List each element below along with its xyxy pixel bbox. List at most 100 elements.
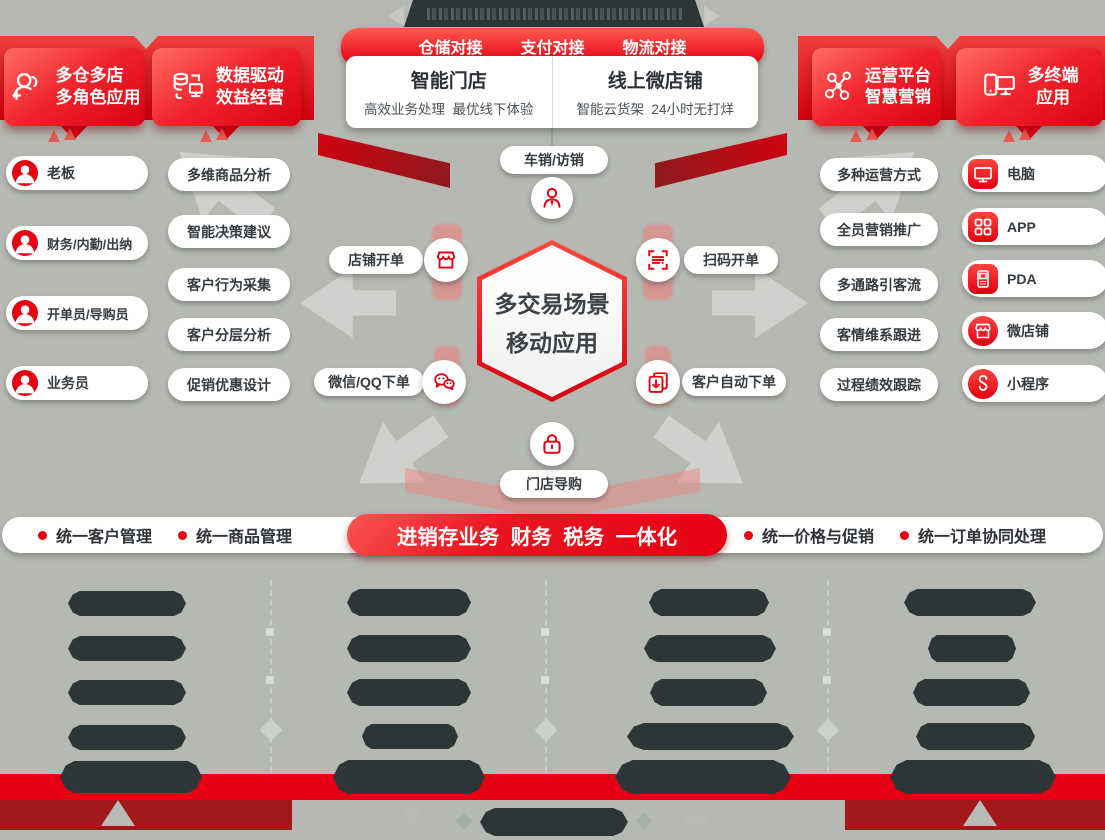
garbled-text-block [68, 636, 186, 661]
pill-label: 多种运营方式 [837, 166, 921, 183]
terminal-pill-microshop: 微店铺 [962, 312, 1105, 349]
smart-store-panel: 智能门店 高效业务处理 最优线下体验 [346, 56, 553, 128]
terminal-pill-miniprogram: 小程序 [962, 365, 1105, 402]
pill-label: 全员营销推广 [837, 221, 921, 238]
pill-label: 客户行为采集 [187, 276, 271, 293]
role-label: 业务员 [47, 375, 89, 391]
mini-program-icon [968, 368, 998, 399]
band-notch [936, 36, 960, 49]
pill-label: 智能决策建议 [187, 223, 271, 240]
bullet-dot-icon [744, 530, 753, 540]
role-label: 财务/内勤/出纳 [47, 236, 133, 252]
role-pill-boss: 老板 [6, 156, 148, 190]
garbled-text [426, 7, 682, 20]
header-label: 多仓多店 [55, 66, 124, 86]
role-pill-clerk: 开单员/导购员 [6, 296, 148, 330]
hexagon-core: 多交易场景 移动应用 [477, 240, 627, 402]
scenario-pill-store-order: 店铺开单 [329, 246, 423, 274]
header-operation: 运营平台 智慧营销 [812, 48, 941, 126]
bottom-diamond [455, 812, 473, 830]
header-label: 多角色应用 [55, 88, 141, 107]
header-terminals: 多终端 应用 [956, 48, 1103, 126]
hexagon-inner: 多交易场景 移动应用 [482, 245, 622, 397]
garbled-text-block [60, 761, 202, 793]
connector-line [551, 128, 553, 150]
data-item-pill: 促销优惠设计 [168, 368, 290, 401]
hexagon-title-line1: 多交易场景 [494, 290, 610, 317]
pill-label: 微信/QQ下单 [328, 374, 410, 390]
terminal-label: 电脑 [1007, 165, 1035, 182]
unify-item: 统一订单协同处理 [900, 523, 1046, 547]
unify-label: 统一商品管理 [196, 529, 293, 546]
hexagon-title-line2: 移动应用 [506, 329, 598, 356]
garbled-text-block [615, 760, 791, 794]
shopping-bag-icon [530, 422, 574, 466]
terminal-pill-app: APP [962, 208, 1105, 245]
band-notch [134, 36, 158, 49]
panel-subtitle: 智能云货架 24小时无打烊 [576, 102, 735, 117]
decor-cone [1003, 130, 1015, 142]
garbled-text-block [890, 760, 1056, 794]
up-notch [101, 800, 135, 826]
dashed-separator [545, 580, 547, 792]
decor-red-wedge-left [318, 133, 450, 188]
tab-logistics: 物流对接 [622, 40, 687, 57]
garbled-text-block [347, 589, 471, 616]
data-item-pill: 客户分层分析 [168, 318, 290, 351]
garbled-text-block [68, 591, 186, 616]
separator-diamond [259, 718, 283, 742]
garbled-text-block [913, 679, 1030, 706]
ribbon-wing-right [704, 6, 720, 26]
role-label: 开单员/导购员 [47, 306, 129, 322]
bottom-dark-red-segment [0, 798, 292, 830]
bullet-dot-icon [38, 530, 47, 540]
separator-diamond [534, 718, 558, 742]
header-multi-store: 多仓多店 多角色应用 [4, 48, 145, 126]
online-microstore-panel: 线上微店铺 智能云货架 24小时无打烊 [553, 56, 759, 128]
separator-node [823, 628, 831, 636]
header-data-driven: 数据驱动 效益经营 [152, 48, 301, 126]
salesperson-icon [531, 177, 573, 219]
separator-node [266, 676, 274, 684]
scenario-pill-vehicle-sales: 车销/访销 [500, 146, 608, 174]
pill-label: 客户自动下单 [692, 374, 776, 390]
terminal-pill-desktop: 电脑 [962, 155, 1105, 192]
bullet-dot-icon [900, 530, 910, 540]
scenario-pill-wechat-order: 微信/QQ下单 [314, 368, 424, 396]
pill-label: 门店导购 [526, 476, 582, 492]
top-ribbon-garbled-title [404, 0, 704, 27]
decor-red-wedge-right [655, 133, 787, 188]
separator-diamond [816, 718, 840, 742]
role-pill-finance: 财务/内勤/出纳 [6, 226, 148, 260]
data-item-pill: 多维商品分析 [168, 158, 290, 191]
data-item-pill: 客户行为采集 [168, 268, 290, 301]
wechat-icon [422, 360, 466, 404]
separator-node [266, 628, 274, 636]
operation-item-pill: 多种运营方式 [820, 158, 938, 191]
desktop-icon [968, 158, 998, 189]
header-label: 效益经营 [216, 88, 284, 107]
unify-label: 统一订单协同处理 [918, 529, 1047, 546]
panel-title: 线上微店铺 [607, 71, 703, 92]
pill-label: 促销优惠设计 [187, 376, 271, 393]
decor-cone [200, 130, 212, 142]
up-notch [679, 800, 713, 826]
decor-cone [216, 128, 228, 140]
store-panel: 智能门店 高效业务处理 最优线下体验 线上微店铺 智能云货架 24小时无打烊 [346, 56, 758, 128]
decor-cone [850, 130, 862, 142]
pill-label: 扫码开单 [703, 252, 759, 268]
user-avatar-icon [12, 160, 38, 186]
header-label: 数据驱动 [216, 66, 284, 86]
unify-center-label: 进销存业务 财务 税务 一体化 [396, 526, 678, 549]
qr-scan-icon [636, 238, 680, 282]
user-avatar-icon [12, 300, 38, 326]
multi-device-icon [981, 68, 1019, 106]
garbled-text-block [333, 760, 485, 794]
auto-order-icon [636, 360, 680, 404]
separator-node [823, 676, 831, 684]
decor-arrow-w [300, 268, 396, 338]
bullet-dot-icon [178, 530, 188, 540]
ribbon-wing-left [388, 6, 404, 26]
garbled-text-block [347, 679, 471, 706]
